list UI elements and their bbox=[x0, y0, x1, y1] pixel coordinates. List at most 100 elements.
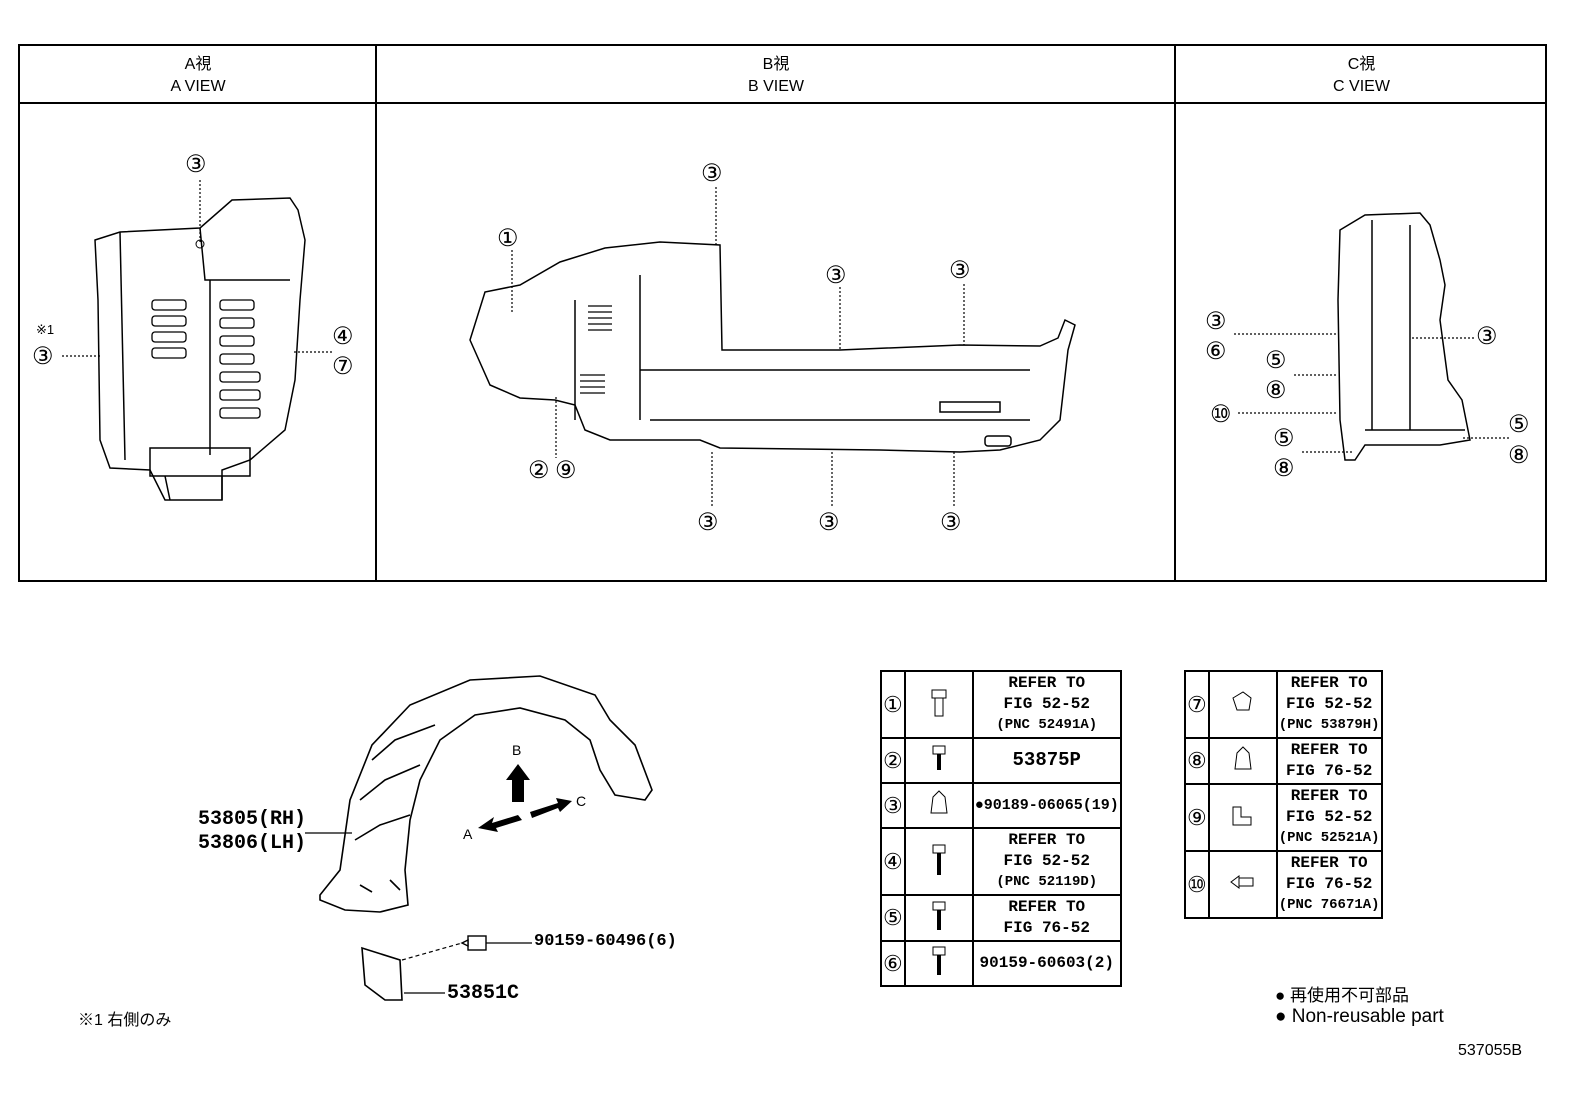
arrow-c-label: C bbox=[576, 793, 587, 809]
table-row: ② 53875P bbox=[880, 737, 1122, 784]
arrow-a-icon bbox=[478, 815, 522, 832]
callout-5: ⑤ bbox=[1265, 347, 1287, 374]
callout-9: ⑨ bbox=[555, 457, 577, 484]
callout-7: ⑦ bbox=[332, 353, 354, 380]
callout-3: ③ bbox=[818, 509, 840, 536]
row-text-line: REFER TO bbox=[1008, 831, 1086, 849]
table-row: ⑧ REFER TO FIG 76-52 bbox=[1184, 737, 1383, 785]
view-c-drawing bbox=[1337, 212, 1471, 461]
clip-icon bbox=[1207, 783, 1278, 852]
arrow-b-icon bbox=[506, 764, 530, 802]
screw-icon bbox=[903, 894, 974, 942]
bolt-icon bbox=[903, 827, 974, 896]
callout-3: ③ bbox=[701, 160, 723, 187]
callout-2: ② bbox=[528, 457, 550, 484]
row-number: ⑤ bbox=[880, 894, 906, 942]
screw-drawing bbox=[460, 935, 487, 951]
row-number: ② bbox=[880, 737, 906, 784]
table-row: ④ REFER TO FIG 52-52 (PNC 52119D) bbox=[880, 827, 1122, 896]
callout-3: ③ bbox=[697, 509, 719, 536]
callout-8: ⑧ bbox=[1265, 377, 1287, 404]
view-a-drawing bbox=[94, 197, 306, 501]
callout-3: ③ bbox=[949, 257, 971, 284]
row-text-line: FIG 76-52 bbox=[1285, 875, 1373, 893]
row-text-line: REFER TO bbox=[1290, 854, 1368, 872]
row-text-line: FIG 52-52 bbox=[1003, 852, 1090, 870]
callout-6: ⑥ bbox=[1205, 338, 1227, 365]
row-text-line: REFER TO bbox=[1008, 898, 1086, 916]
row-number: ⑨ bbox=[1184, 783, 1210, 852]
view-divider bbox=[375, 46, 377, 580]
part-label-flap: 53851C bbox=[447, 982, 520, 1005]
callout-3: ③ bbox=[185, 151, 207, 178]
callout-1: ① bbox=[497, 225, 519, 252]
table-row: ③ ●90189-06065(19) bbox=[880, 782, 1122, 829]
view-c-title-en: C VIEW bbox=[1333, 78, 1390, 95]
screw-icon bbox=[903, 737, 974, 784]
view-b-title-en: B VIEW bbox=[747, 78, 804, 95]
row-text-line: FIG 76-52 bbox=[1003, 919, 1090, 937]
screw-leader bbox=[401, 942, 463, 961]
view-c-header: C視 C VIEW bbox=[1176, 46, 1547, 104]
view-a-title-jp: A視 bbox=[184, 56, 212, 73]
table-row: ⑩ REFER TO FIG 76-52 (PNC 76671A) bbox=[1184, 850, 1383, 919]
view-b-leaders bbox=[511, 187, 965, 508]
view-divider bbox=[1174, 46, 1176, 580]
callout-5: ⑤ bbox=[1273, 425, 1295, 452]
clip-icon bbox=[1207, 670, 1278, 739]
row-text-line: 53875P bbox=[1012, 749, 1081, 771]
row-text-line: (PNC 52119D) bbox=[996, 874, 1098, 890]
table-row: ⑦ REFER TO FIG 52-52 (PNC 53879H) bbox=[1184, 670, 1383, 739]
row-number: ⑩ bbox=[1184, 850, 1210, 919]
row-text-line: REFER TO bbox=[1290, 674, 1368, 692]
row-number: ⑥ bbox=[880, 940, 906, 987]
nut-clip-icon bbox=[903, 782, 974, 829]
row-number: ⑦ bbox=[1184, 670, 1210, 739]
arrow-b-label: B bbox=[512, 742, 522, 758]
row-text-line: FIG 76-52 bbox=[1285, 762, 1373, 780]
arrow-a-label: A bbox=[463, 826, 473, 842]
row-text-line: (PNC 76671A) bbox=[1278, 897, 1380, 913]
arrow-c-icon bbox=[530, 798, 572, 818]
view-a-leaders bbox=[62, 180, 333, 357]
view-c-title-jp: C視 bbox=[1347, 56, 1376, 73]
view-b-vents bbox=[580, 305, 612, 394]
views-frame: A視 A VIEW B視 B VIEW C視 C VIEW bbox=[18, 44, 1547, 582]
row-text-line: (PNC 52491A) bbox=[996, 717, 1098, 733]
row-text-line: (PNC 53879H) bbox=[1278, 717, 1380, 733]
callout-3: ③ bbox=[1205, 308, 1227, 335]
legend-en: ● Non-reusable part bbox=[1275, 1006, 1444, 1027]
callout-10: ⑩ bbox=[1210, 401, 1232, 428]
row-text-line: REFER TO bbox=[1008, 674, 1086, 692]
bolt-icon bbox=[903, 670, 974, 739]
view-a-vents bbox=[151, 299, 261, 419]
bolt-icon bbox=[903, 940, 974, 987]
callout-4: ④ bbox=[332, 323, 354, 350]
table-row: ⑤ REFER TO FIG 76-52 bbox=[880, 894, 1122, 942]
row-text-line: REFER TO bbox=[1290, 741, 1368, 759]
row-text-line: ●90189-06065(19) bbox=[974, 797, 1119, 814]
row-text-line: (PNC 52521A) bbox=[1278, 830, 1380, 846]
row-number: ⑧ bbox=[1184, 737, 1210, 785]
callout-3: ③ bbox=[940, 509, 962, 536]
table-row: ① REFER TO FIG 52-52 (PNC 52491A) bbox=[880, 670, 1122, 739]
row-text-line: 90159-60603(2) bbox=[979, 954, 1114, 972]
callout-3: ③ bbox=[1476, 323, 1498, 350]
view-b-drawing bbox=[469, 241, 1076, 453]
direction-arrows bbox=[478, 764, 572, 832]
part-label-lh: 53806(LH) bbox=[198, 832, 307, 855]
table-row: ⑨ REFER TO FIG 52-52 (PNC 52521A) bbox=[1184, 783, 1383, 852]
view-b-title-jp: B視 bbox=[762, 56, 790, 73]
row-text-line: REFER TO bbox=[1290, 787, 1368, 805]
part-label-screw: 90159-60496(6) bbox=[534, 932, 677, 951]
view-c-leaders bbox=[1234, 333, 1509, 453]
callout-3: ③ bbox=[825, 262, 847, 289]
callout-8: ⑧ bbox=[1508, 442, 1530, 469]
nut-clip-icon bbox=[1207, 737, 1278, 785]
callout-5: ⑤ bbox=[1508, 411, 1530, 438]
figure-id: 537055B bbox=[1458, 1042, 1523, 1059]
view-a-title-en: A VIEW bbox=[170, 78, 226, 95]
callout-note-mark: ※1 bbox=[36, 322, 55, 337]
wheel-liner-drawing bbox=[319, 675, 653, 913]
